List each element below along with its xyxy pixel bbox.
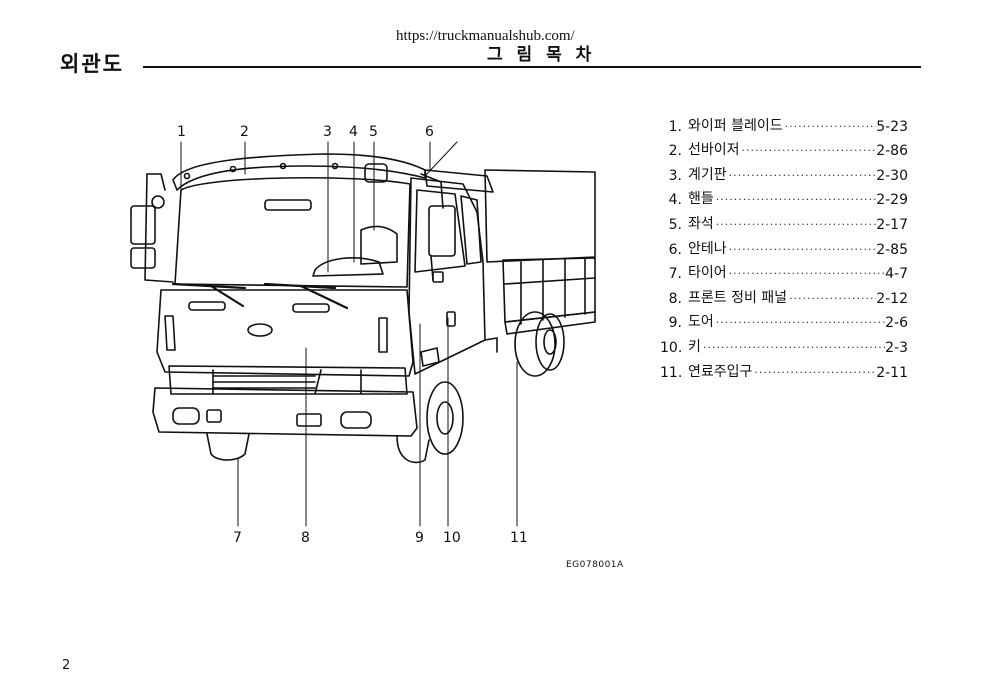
index-number: 5.: [668, 216, 682, 233]
index-label: 타이어: [688, 265, 727, 282]
windshield: [174, 176, 411, 288]
cargo-bed: [484, 169, 596, 335]
index-label: 계기판: [688, 166, 727, 183]
index-page: 2-12: [876, 290, 908, 307]
door: [408, 177, 498, 375]
index-row: 10. 키····································…: [660, 331, 908, 356]
index-label: 핸들: [688, 191, 714, 208]
index-number: 11.: [660, 364, 683, 381]
dot-leader: ········································…: [728, 267, 885, 281]
index-number: 3.: [668, 167, 682, 184]
dot-leader: ········································…: [715, 217, 876, 231]
front-bumper: [152, 387, 418, 437]
index-page: 2-85: [876, 241, 908, 258]
index-number: 7.: [668, 266, 682, 283]
index-label: 안테나: [688, 240, 727, 257]
dot-leader: ········································…: [715, 316, 885, 330]
callout-6: 6: [425, 124, 434, 140]
callout-8: 8: [301, 530, 310, 546]
source-url: https://truckmanualshub.com/: [396, 28, 575, 44]
rear-wheels: [514, 311, 565, 377]
index-label: 좌석: [688, 215, 714, 232]
callout-10: 10: [443, 530, 461, 546]
index-label: 키: [688, 338, 701, 355]
index-number: 8.: [668, 290, 682, 307]
index-label: 와이퍼 블레이드: [688, 117, 783, 134]
title-rule: [143, 66, 921, 68]
callout-9: 9: [415, 530, 424, 546]
index-row: 6. 안테나···································…: [660, 233, 908, 258]
callout-4: 4: [349, 124, 358, 140]
index-page: 2-86: [876, 143, 908, 160]
index-number: 1.: [668, 118, 682, 135]
index-row: 8. 프론트 정비 패널·····························…: [660, 282, 908, 307]
front-wheels: [206, 381, 464, 464]
index-row: 2. 선바이저··································…: [660, 135, 908, 160]
index-row: 3. 계기판···································…: [660, 159, 908, 184]
page-title: 외관도: [60, 52, 124, 76]
index-page: 2-3: [885, 339, 908, 356]
index-row: 4. 핸들····································…: [660, 184, 908, 209]
section-subtitle: 그 림 목 차: [487, 45, 596, 65]
callout-11: 11: [510, 530, 528, 546]
index-number: 9.: [668, 315, 682, 332]
dot-leader: ········································…: [715, 193, 876, 207]
callout-7: 7: [233, 530, 242, 546]
index-row: 9. 도어····································…: [660, 307, 908, 332]
index-page: 2-6: [885, 315, 908, 332]
cab-roof: [172, 153, 494, 193]
dot-leader: ········································…: [728, 242, 877, 256]
dot-leader: ········································…: [789, 291, 876, 305]
index-row: 1. 와이퍼 블레이드······························…: [660, 110, 908, 135]
mirrors: [130, 173, 456, 283]
dot-leader: ········································…: [754, 365, 877, 379]
callout-3: 3: [323, 124, 332, 140]
truck-exterior-diagram: 1 2 3 4 5 6 7 8 9 10 11: [130, 124, 596, 546]
dot-leader: ········································…: [741, 144, 877, 158]
index-page: 2-11: [876, 364, 908, 381]
index-page: 2-29: [876, 192, 908, 209]
cab-front: [156, 289, 414, 395]
index-label: 도어: [688, 314, 714, 331]
figure-code: EG078001A: [566, 560, 624, 570]
callout-1: 1: [177, 124, 186, 140]
index-number: 10.: [660, 339, 683, 356]
index-row: 5. 좌석····································…: [660, 208, 908, 233]
index-label: 프론트 정비 패널: [688, 289, 788, 306]
callout-5: 5: [369, 124, 378, 140]
dot-leader: ········································…: [728, 168, 877, 182]
index-page: 5-23: [876, 118, 908, 135]
index-number: 2.: [668, 143, 682, 160]
index-row: 11. 연료주입구································…: [660, 356, 908, 381]
figure-index: 1.와이퍼 블레이드······························…: [660, 110, 908, 381]
leader-lines: [180, 141, 518, 527]
index-number: 4.: [668, 192, 682, 209]
page-number: 2: [62, 658, 71, 673]
index-page: 2-30: [876, 167, 908, 184]
index-number: 6.: [668, 241, 682, 258]
dot-leader: ········································…: [702, 340, 885, 354]
index-label: 선바이저: [688, 142, 740, 159]
dot-leader: ········································…: [784, 119, 877, 133]
index-page: 4-7: [885, 266, 908, 283]
index-page: 2-17: [876, 216, 908, 233]
callout-2: 2: [240, 124, 249, 140]
index-row: 7. 타이어···································…: [660, 258, 908, 283]
index-label: 연료주입구: [688, 363, 753, 380]
